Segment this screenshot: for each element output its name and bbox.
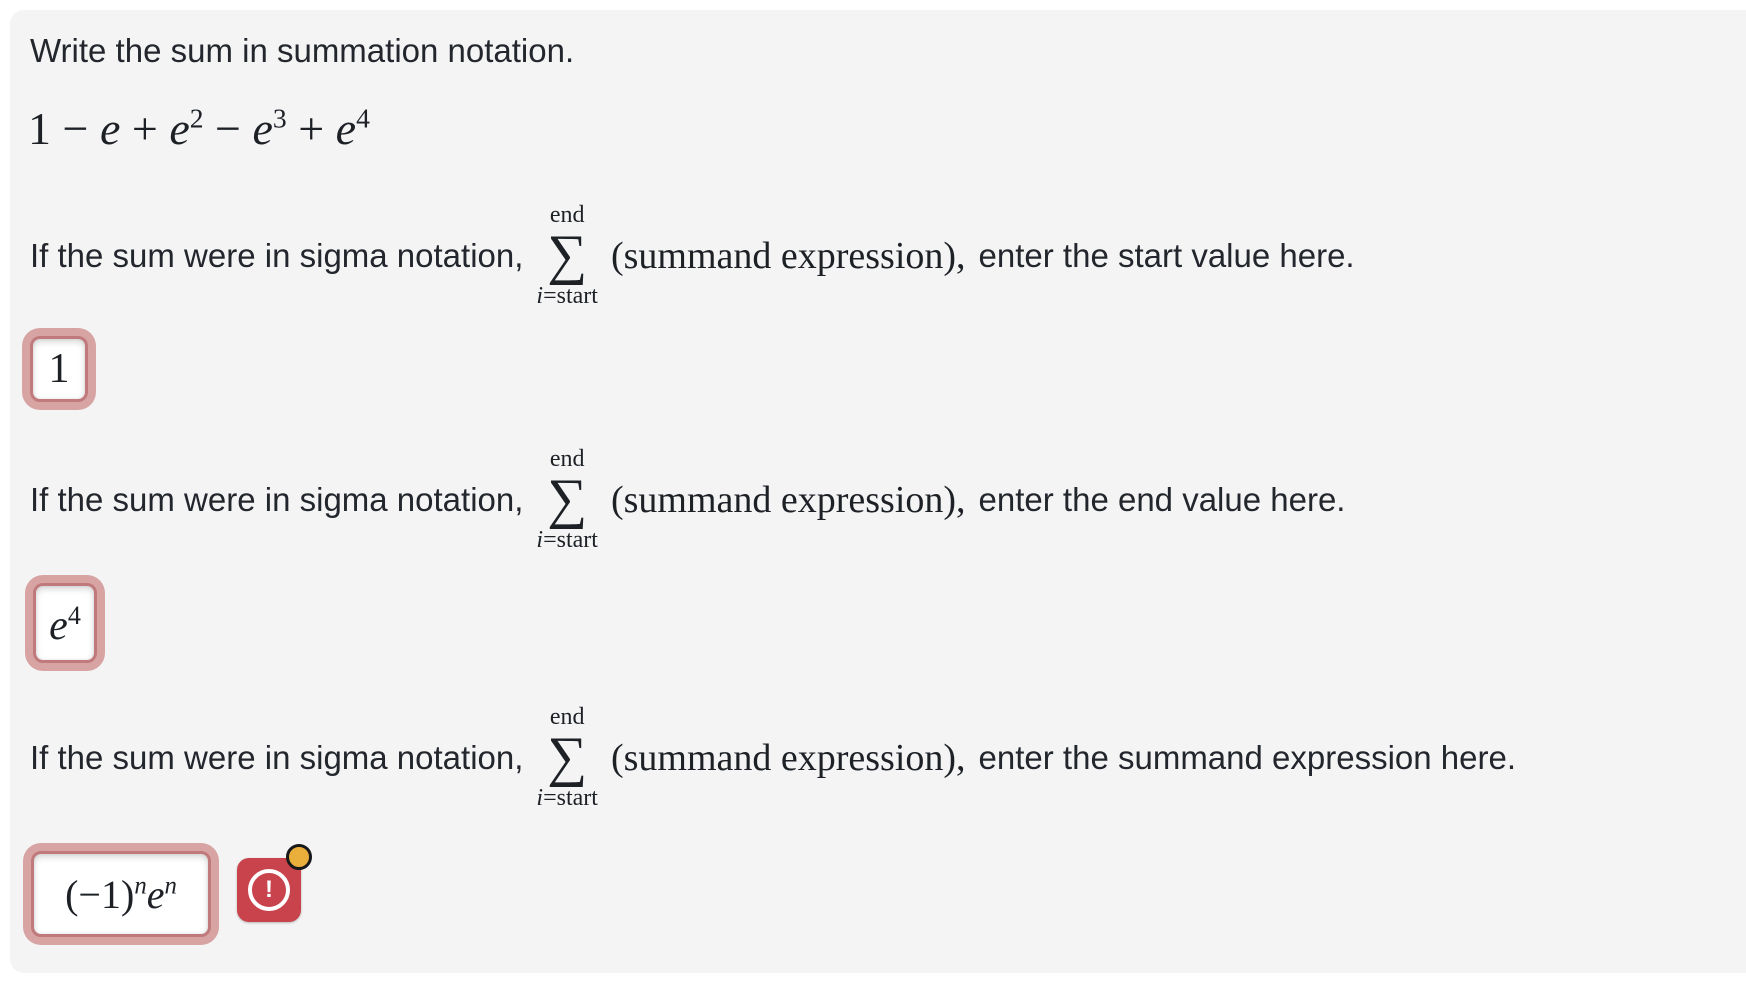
sigma-icon: ∑ bbox=[547, 726, 588, 789]
sigma-icon: ∑ bbox=[547, 468, 588, 531]
sigma-notation: end ∑ i=start bbox=[536, 704, 598, 812]
sigma-lower-limit: i=start bbox=[536, 283, 598, 310]
summand-value: (−1)nen bbox=[65, 871, 177, 917]
prompt-text-before: If the sum were in sigma notation, bbox=[30, 237, 524, 275]
prompt-end: If the sum were in sigma notation, end ∑… bbox=[30, 446, 1346, 554]
problem-statement: Write the sum in summation notation. bbox=[30, 32, 575, 69]
summand-placeholder: (summand expression), bbox=[610, 479, 966, 522]
prompt-text-after: enter the summand expression here. bbox=[978, 739, 1517, 777]
end-value: e4 bbox=[49, 601, 81, 649]
prompt-text-before: If the sum were in sigma notation, bbox=[30, 481, 524, 519]
sigma-lower-limit: i=start bbox=[536, 527, 598, 554]
start-value-input[interactable]: 1 bbox=[30, 336, 88, 402]
sigma-notation: end ∑ i=start bbox=[536, 446, 598, 554]
end-value-input[interactable]: e4 bbox=[33, 583, 97, 663]
start-value: 1 bbox=[48, 346, 70, 392]
problem-card: Write the sum in summation notation. 1 −… bbox=[10, 10, 1746, 973]
prompt-text-before: If the sum were in sigma notation, bbox=[30, 739, 524, 777]
sigma-upper-limit: end bbox=[549, 704, 585, 730]
exclamation-circle-icon: ! bbox=[248, 869, 290, 911]
summand-placeholder: (summand expression), bbox=[610, 737, 966, 780]
sigma-notation: end ∑ i=start bbox=[536, 202, 598, 310]
prompt-text-after: enter the end value here. bbox=[978, 481, 1346, 519]
notification-dot bbox=[286, 844, 312, 870]
sigma-icon: ∑ bbox=[547, 224, 588, 287]
prompt-summand: If the sum were in sigma notation, end ∑… bbox=[30, 704, 1517, 812]
prompt-start: If the sum were in sigma notation, end ∑… bbox=[30, 202, 1355, 310]
sigma-lower-limit: i=start bbox=[536, 785, 598, 812]
sigma-upper-limit: end bbox=[549, 202, 585, 228]
prompt-text-after: enter the start value here. bbox=[978, 237, 1355, 275]
warning-button[interactable]: ! bbox=[237, 844, 312, 922]
summand-expression-input[interactable]: (−1)nen bbox=[31, 851, 211, 937]
sigma-upper-limit: end bbox=[549, 446, 585, 472]
summand-placeholder: (summand expression), bbox=[610, 235, 966, 278]
sum-expression: 1 − e + e2 − e3 + e4 bbox=[28, 102, 370, 154]
